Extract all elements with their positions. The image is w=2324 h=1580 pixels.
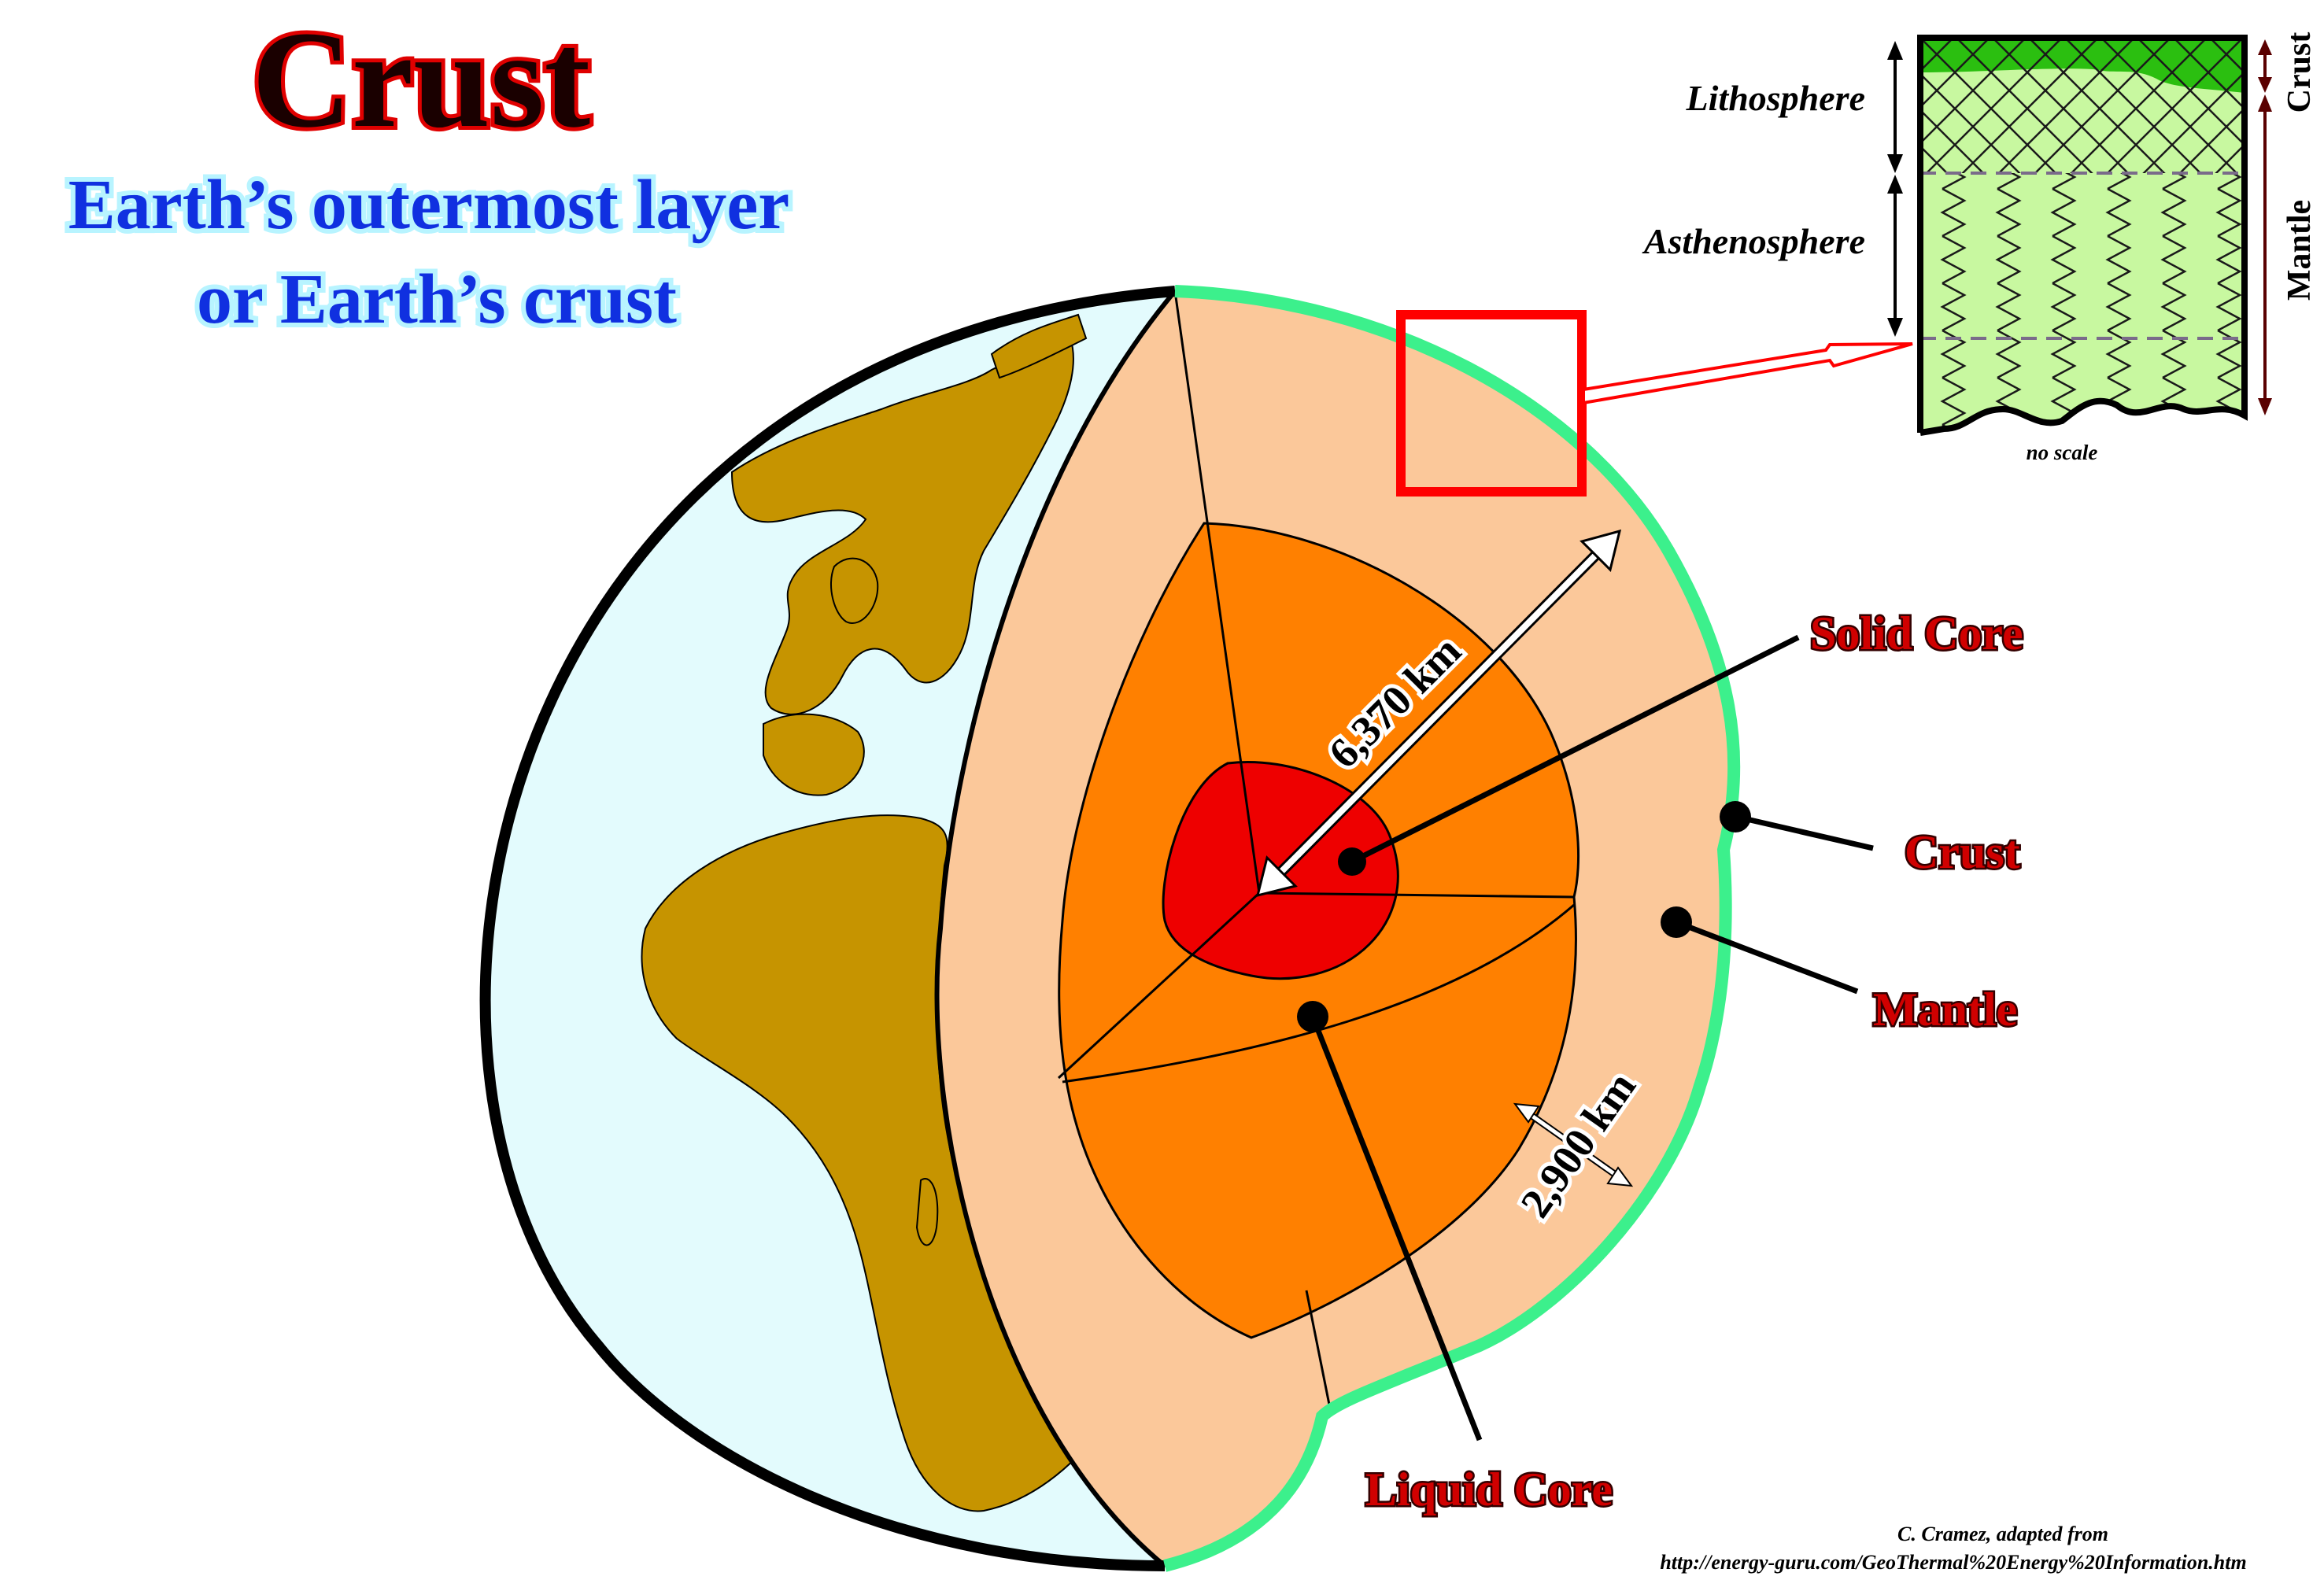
- liquid-core-pointer: [1310, 1015, 1483, 1442]
- crust-pointer: [1742, 815, 1874, 851]
- mantle-pointer: [1675, 919, 1859, 995]
- cut-line-lower-mantle: [1062, 903, 1575, 1083]
- inset-crust-label: Crust: [2282, 32, 2318, 113]
- iberia-landmass: [763, 713, 865, 796]
- mantle-arrow-head-start: [1513, 1102, 1540, 1124]
- uk-landmass: [829, 557, 879, 624]
- liquid-core-dot: [1297, 1001, 1328, 1032]
- page-title: Crust: [252, 3, 590, 157]
- inset-no-scale-label: no scale: [2027, 441, 2098, 464]
- cut-line-upper: [1173, 290, 1261, 894]
- credit-line-2: http://energy-guru.com/GeoThermal%20Ener…: [1660, 1551, 2246, 1574]
- mantle-arrow-head-end: [1606, 1166, 1634, 1187]
- page-subtitle-line-1: Earth’s outermost layer: [68, 166, 789, 244]
- cut-line-right: [1258, 892, 1575, 899]
- liquid-core-label: Liquid Core: [1365, 1464, 1613, 1515]
- crust-label: Crust: [1905, 826, 2020, 878]
- inset-left-arrows: [1887, 41, 1903, 337]
- radius-arrow-head-end: [1580, 529, 1622, 572]
- inset-zigzag-fill: [1920, 173, 2245, 433]
- lithosphere-inset: Lithosphere Asthenosphere Crust Mantle n…: [1642, 32, 2318, 464]
- cut-line-lower: [1057, 892, 1261, 1080]
- earth-outline: [479, 286, 1176, 1571]
- scandinavia-landmass: [990, 313, 1088, 379]
- credit-line-1: C. Cramez, adapted from: [1897, 1523, 2108, 1545]
- page-subtitle-line-2: or Earth’s crust: [197, 260, 677, 338]
- crust-layer: [1163, 285, 1741, 1572]
- madagascar-landmass: [915, 1178, 939, 1246]
- zoom-connector-arrow: [1582, 342, 1913, 405]
- mantle-dot: [1661, 906, 1692, 938]
- crust-dot: [1720, 801, 1751, 832]
- radius-arrow-head-start: [1255, 855, 1298, 898]
- mantle-thickness-arrow: [1513, 1102, 1634, 1187]
- inset-right-arrows: [2258, 39, 2272, 415]
- radius-arrow: [1255, 529, 1622, 898]
- callouts: [1297, 634, 1874, 1442]
- inset-lithosphere-label: Lithosphere: [1686, 78, 1865, 118]
- solid-core-dot: [1338, 847, 1366, 876]
- cutaway-edge: [934, 290, 1177, 1568]
- solid-core-pointer: [1350, 634, 1800, 865]
- mantle-label: Mantle: [1873, 984, 2017, 1035]
- inset-crust-band-hatch: [1920, 38, 2245, 93]
- europe-landmass: [730, 337, 1074, 715]
- inset-outline: [1917, 35, 2248, 436]
- cut-line-bottom: [1305, 1290, 1332, 1409]
- inset-mantle-label: Mantle: [2282, 200, 2318, 301]
- inset-asthenosphere-label: Asthenosphere: [1642, 221, 1865, 261]
- cutaway-lines: [1057, 290, 1575, 1409]
- solid-core-label: Solid Core: [1810, 607, 2023, 659]
